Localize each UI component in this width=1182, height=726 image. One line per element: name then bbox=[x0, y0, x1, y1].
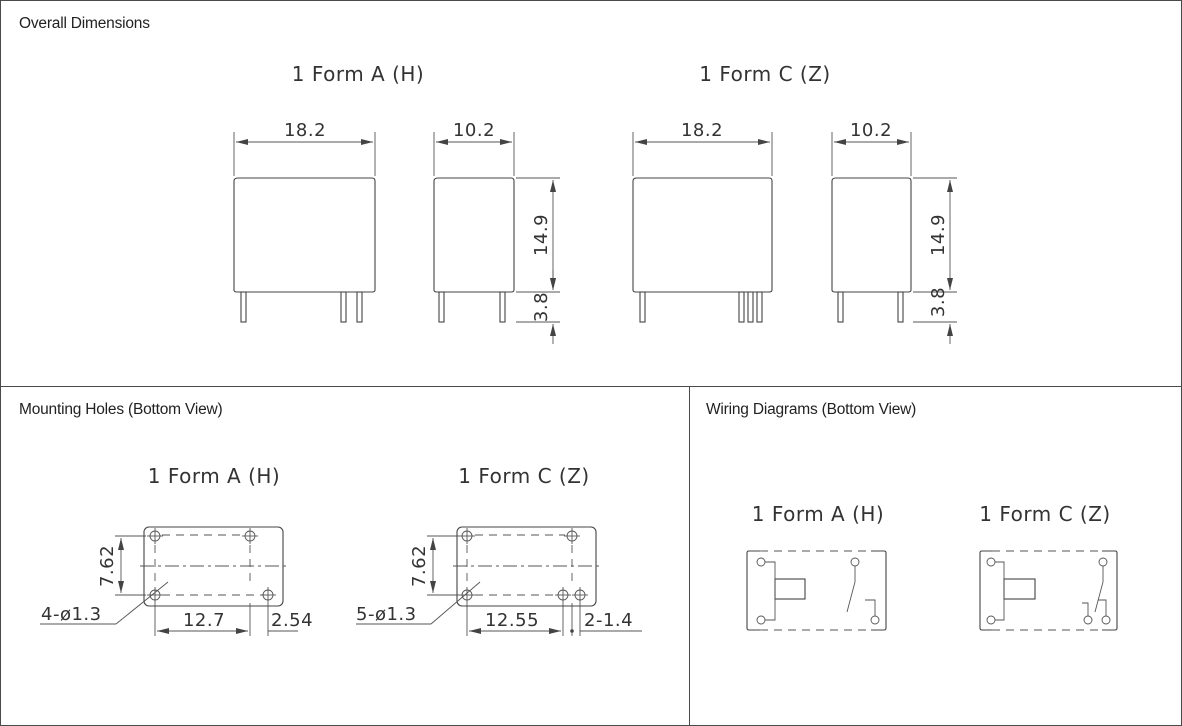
contact-arm bbox=[846, 566, 856, 613]
common-terminal bbox=[1098, 557, 1108, 567]
form-a-vertical-pitch-dim: 7.62 bbox=[97, 545, 118, 587]
form-a-wiring-diagram bbox=[746, 550, 887, 631]
form-a-hole bbox=[242, 528, 258, 544]
form-c-vertical-pitch-dim: 7.62 bbox=[409, 545, 430, 587]
overall-form-c-label: 1 Form C (Z) bbox=[699, 62, 830, 86]
form-c-wiring-diagram bbox=[979, 550, 1118, 631]
form-c-front-view: 18.2 bbox=[632, 120, 773, 323]
no-terminal bbox=[870, 615, 880, 625]
mounting-form-c-label: 1 Form C (Z) bbox=[458, 464, 589, 488]
form-c-pin-length-dim: 3.8 bbox=[928, 287, 949, 317]
form-a-mounting-holes: 7.62 4-ø1.3 12.7 2.54 bbox=[40, 526, 313, 636]
form-a-width-dim: 10.2 bbox=[453, 120, 495, 141]
contact-arm bbox=[1094, 566, 1104, 613]
coil-terminal bbox=[756, 615, 766, 625]
mounting-holes-title: Mounting Holes (Bottom View) bbox=[19, 401, 223, 418]
form-a-hole bbox=[147, 528, 163, 544]
form-c-hole bbox=[555, 587, 571, 603]
form-c-hole bbox=[572, 587, 588, 603]
coil-terminal bbox=[756, 557, 766, 567]
form-a-hole bbox=[260, 587, 276, 603]
form-c-height-dim: 14.9 bbox=[928, 214, 949, 256]
form-a-pin-length-dim: 3.8 bbox=[531, 292, 552, 322]
nc-terminal bbox=[1083, 615, 1093, 625]
wiring-form-a-label: 1 Form A (H) bbox=[752, 502, 885, 526]
form-c-hole bbox=[459, 587, 475, 603]
form-c-mounting-holes: 7.62 5-ø1.3 12.55 2-1.4 bbox=[356, 526, 642, 636]
no-terminal bbox=[1101, 615, 1111, 625]
form-c-side-view: 10.2 14.9 3.8 bbox=[831, 120, 957, 344]
form-a-pitch-dim: 12.7 bbox=[183, 610, 225, 631]
overall-form-a-label: 1 Form A (H) bbox=[292, 62, 425, 86]
form-c-pitch-dim: 12.55 bbox=[485, 610, 539, 631]
form-c-hole bbox=[459, 528, 475, 544]
coil-terminal bbox=[986, 615, 996, 625]
mounting-form-a-label: 1 Form A (H) bbox=[148, 464, 281, 488]
form-a-hole-count-dim: 4-ø1.3 bbox=[41, 604, 102, 625]
form-a-height-dim: 14.9 bbox=[531, 214, 552, 256]
form-c-length-dim: 18.2 bbox=[681, 120, 723, 141]
form-a-length-dim: 18.2 bbox=[284, 120, 326, 141]
form-c-width-dim: 10.2 bbox=[850, 120, 892, 141]
coil-symbol bbox=[774, 578, 806, 600]
common-terminal bbox=[850, 557, 860, 567]
form-c-hole bbox=[564, 528, 580, 544]
form-c-offset-dim: 2-1.4 bbox=[584, 610, 633, 631]
form-a-front-view: 18.2 bbox=[233, 120, 376, 323]
form-a-side-view: 10.2 14.9 3.8 bbox=[433, 120, 560, 344]
form-c-hole-count-dim: 5-ø1.3 bbox=[356, 604, 417, 625]
wiring-diagrams-title: Wiring Diagrams (Bottom View) bbox=[706, 401, 917, 418]
form-a-offset-dim: 2.54 bbox=[271, 610, 313, 631]
wiring-form-c-label: 1 Form C (Z) bbox=[979, 502, 1110, 526]
coil-symbol bbox=[1003, 578, 1036, 600]
overall-dimensions-title: Overall Dimensions bbox=[19, 15, 150, 32]
overall-dimensions-panel bbox=[0, 0, 1182, 387]
mounting-holes-panel bbox=[0, 386, 690, 726]
coil-terminal bbox=[986, 557, 996, 567]
form-a-hole bbox=[147, 587, 163, 603]
